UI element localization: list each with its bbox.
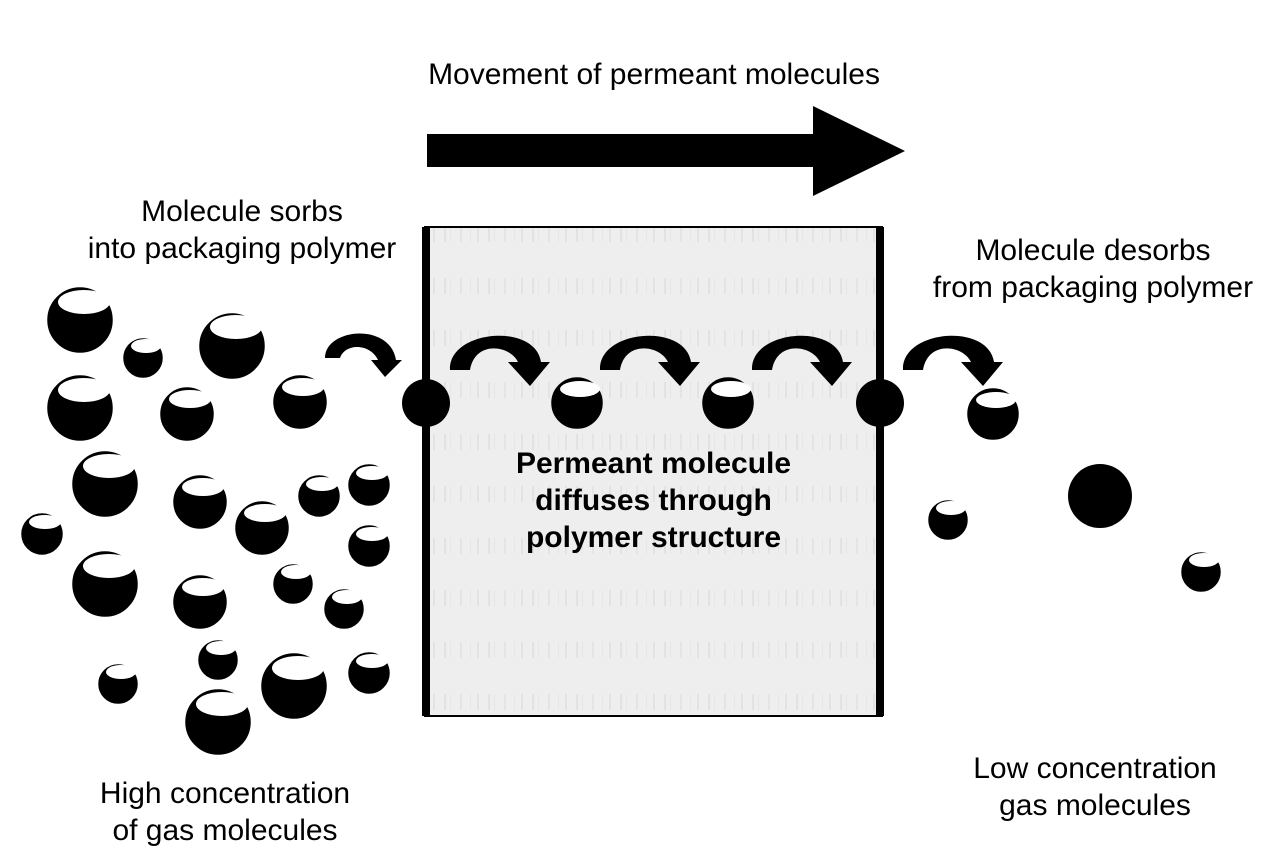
high-concentration-label: High concentration of gas molecules: [99, 777, 351, 847]
curved-arrow: [449, 335, 550, 386]
curved-arrow: [325, 333, 402, 377]
gas-molecule: [273, 375, 327, 429]
membrane-right-wall: [876, 227, 884, 716]
curved-arrow: [599, 335, 700, 386]
gas-molecule: [72, 551, 138, 617]
gas-molecule: [173, 575, 227, 629]
molecule-in-polymer: [551, 377, 603, 429]
gas-molecule: [298, 475, 340, 517]
high-concentration-molecules: [21, 287, 390, 755]
polymer-membrane: [424, 226, 883, 717]
gas-molecule: [235, 501, 289, 555]
molecule-at-left-wall: [402, 379, 450, 427]
movement-arrow: [427, 106, 905, 196]
molecule-in-polymer: [702, 377, 754, 429]
movement-label: Movement of permeant molecules: [428, 58, 880, 91]
gas-molecule: [98, 664, 138, 704]
desorbed-molecule: [967, 388, 1019, 440]
gas-molecule: [123, 338, 163, 378]
membrane-left-wall: [422, 227, 430, 716]
sorbs-label: Molecule sorbs into packaging polymer: [87, 195, 397, 265]
gas-molecule: [185, 689, 251, 755]
gas-molecule: [72, 451, 138, 517]
gas-molecule: [173, 475, 227, 529]
gas-molecule: [928, 500, 968, 540]
gas-molecule: [324, 589, 364, 629]
low-concentration-label: Low concentration gas molecules: [973, 752, 1217, 822]
gas-molecule: [160, 387, 214, 441]
curved-arrow: [902, 335, 1003, 386]
curved-arrow: [751, 335, 852, 386]
low-concentration-molecules: [928, 464, 1221, 592]
diffuses-label: Permeant molecule diffuses through polym…: [515, 447, 792, 554]
gas-molecule: [47, 375, 113, 441]
gas-molecule: [1068, 464, 1132, 528]
hop-arrows: [325, 333, 1003, 386]
gas-molecule: [261, 653, 327, 719]
gas-molecule: [348, 525, 390, 567]
permeating-molecules: [402, 377, 1019, 440]
gas-molecule: [348, 652, 390, 694]
desorbs-label: Molecule desorbs from packaging polymer: [932, 234, 1254, 304]
gas-molecule: [273, 564, 313, 604]
gas-molecule: [1181, 552, 1221, 592]
gas-molecule: [21, 513, 63, 555]
gas-molecule: [198, 640, 238, 680]
gas-molecule: [348, 464, 390, 506]
molecule-at-right-wall: [856, 379, 904, 427]
gas-molecule: [47, 287, 113, 353]
gas-molecule: [199, 313, 265, 379]
